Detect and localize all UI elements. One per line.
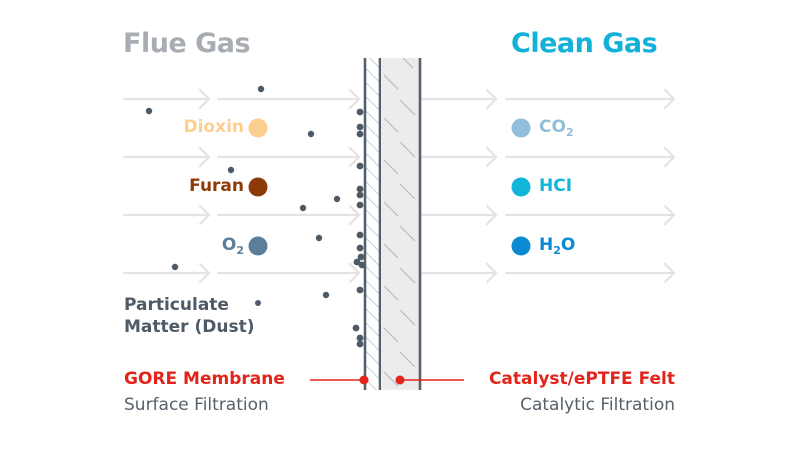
particulate-line-2: Matter (Dust) <box>124 317 255 337</box>
co2-subscript: 2 <box>565 126 574 139</box>
arrow-row-1 <box>419 88 676 110</box>
o2-label-text: O <box>221 235 237 255</box>
arrow-row-3 <box>419 204 676 226</box>
h2o-label-h: H <box>539 235 554 255</box>
catalytic-filtration-subtitle: Catalytic Filtration <box>520 395 675 415</box>
gore-membrane-title: GORE Membrane <box>124 369 285 389</box>
arrow-row-2 <box>419 146 676 168</box>
flow-arrows-right <box>419 88 676 284</box>
co2-dot <box>511 118 531 138</box>
felt-callout-line <box>395 375 464 385</box>
particulate-dots <box>145 85 366 348</box>
h2o-dot <box>511 236 531 256</box>
catalyst-felt-layer <box>381 57 422 390</box>
surface-filtration-subtitle: Surface Filtration <box>124 395 269 415</box>
hcl-label: HCI <box>539 176 573 196</box>
furan-label: Furan <box>189 176 244 196</box>
flow-arrows-left <box>122 88 361 284</box>
h2o-label-o: O <box>560 235 576 255</box>
membrane-callout-line <box>310 375 369 385</box>
furan-dot <box>248 177 268 197</box>
o2-subscript: 2 <box>236 244 244 257</box>
h2o-label: H2O <box>539 235 575 257</box>
h2o-subscript: 2 <box>553 244 561 257</box>
catalyst-felt-title: Catalyst/ePTFE Felt <box>488 369 675 389</box>
o2-dot <box>248 236 268 256</box>
arrow-row-4 <box>122 262 361 284</box>
arrow-row-1 <box>122 88 361 110</box>
dioxin-label: Dioxin <box>183 117 244 137</box>
particulate-line-1: Particulate <box>124 295 229 315</box>
arrow-row-2 <box>122 146 361 168</box>
particulate-matter-label: Particulate Matter (Dust) <box>124 294 254 338</box>
co2-label: CO2 <box>539 117 574 139</box>
o2-label: O2 <box>222 235 244 257</box>
co2-label-text: CO <box>539 117 566 137</box>
hcl-dot <box>511 177 531 197</box>
arrow-row-4 <box>419 262 676 284</box>
dioxin-dot <box>248 118 268 138</box>
gore-membrane-layer <box>363 58 382 390</box>
flue-gas-title: Flue Gas <box>123 28 251 59</box>
arrow-row-3 <box>122 204 361 226</box>
clean-gas-title: Clean Gas <box>511 28 658 59</box>
